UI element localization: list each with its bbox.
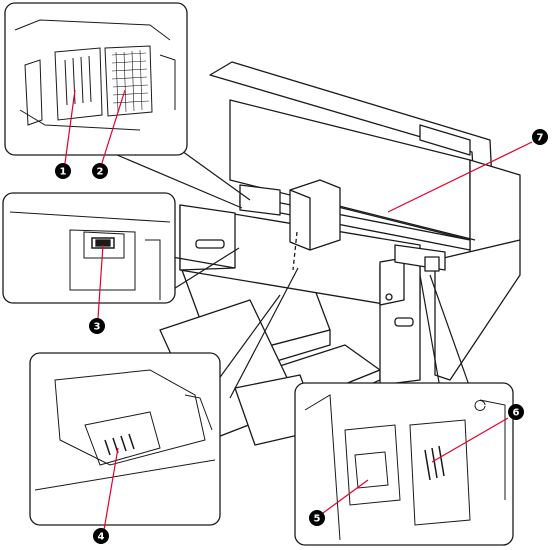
callout-2-label: 2 [97, 167, 104, 178]
front-left-slot [195, 239, 225, 249]
panel-a-side [24, 54, 176, 126]
detail-panel-print-head [29, 352, 221, 526]
callout-7: 7 [532, 129, 548, 145]
pointer-5 [322, 479, 369, 514]
panel-frame [29, 352, 221, 526]
callout-2: 2 [92, 163, 108, 179]
panel-frame [4, 2, 188, 156]
callout-5-label: 5 [314, 514, 321, 525]
pointer-lines [64, 89, 533, 531]
callout-1-label: 1 [60, 167, 67, 178]
mechanism-left [239, 184, 281, 216]
housing-front-right [434, 239, 521, 381]
callout-3: 3 [89, 318, 105, 334]
pointer-2 [101, 89, 126, 164]
center-dash-line [292, 231, 298, 271]
callout-3-label: 3 [94, 322, 101, 333]
wiper-cleaner-holder [409, 419, 471, 526]
lid-handle [419, 124, 471, 156]
panel-a-bracket [14, 19, 171, 131]
callout-7-label: 7 [537, 133, 544, 144]
detail-panel-wiper [294, 382, 514, 546]
pointer-4 [103, 447, 119, 531]
print-head-carriage [289, 179, 341, 251]
nozzle-rows [104, 433, 135, 456]
panel-d-frame-left [304, 394, 341, 541]
print-head-top [54, 369, 206, 466]
panel-d-frame-right [479, 399, 506, 500]
wiper-area [424, 256, 440, 272]
leader-panel-3 [217, 267, 299, 399]
callout-6-label: 6 [513, 408, 520, 419]
callout-1: 1 [55, 163, 71, 179]
printer-illustration [159, 61, 521, 447]
flushing-pad-mesh [111, 49, 150, 113]
callout-6: 6 [508, 404, 524, 420]
sensor-window-frame [83, 231, 125, 259]
cap-slots [64, 55, 92, 106]
callout-5: 5 [309, 510, 325, 526]
panel-frame [294, 382, 514, 546]
wiper-assembly [344, 424, 401, 506]
panel-frame [2, 192, 176, 304]
carriage-rail-bar [334, 204, 476, 241]
pointer-1 [64, 89, 76, 164]
panel-b-rail [9, 211, 171, 223]
pointer-6 [431, 417, 509, 463]
callout-4-label: 4 [98, 532, 105, 543]
right-column-slot [394, 317, 414, 327]
sensor-housing [69, 229, 136, 291]
wiper-unit [354, 451, 389, 489]
panel-d-screw [474, 400, 486, 411]
carriage-face [289, 189, 311, 250]
leader-panel-2 [171, 247, 240, 291]
callout-markers: 1 2 3 4 5 6 7 [55, 129, 548, 544]
print-head-nozzle-plate [84, 411, 161, 466]
pointer-7 [387, 141, 533, 213]
pointer-3 [97, 244, 104, 319]
print-head-side [184, 394, 213, 431]
callout-4: 4 [93, 528, 109, 544]
detail-panel-cap-area [4, 2, 188, 156]
print-head-rail [34, 459, 216, 491]
panel-b-right [145, 239, 161, 300]
cap-assembly [54, 47, 103, 121]
power-button [385, 293, 393, 301]
leader-panel-4 [419, 274, 471, 389]
detail-panel-sensor [2, 192, 176, 304]
flushing-pad-frame [104, 45, 153, 117]
wiper-cleaner-blades [424, 445, 445, 481]
